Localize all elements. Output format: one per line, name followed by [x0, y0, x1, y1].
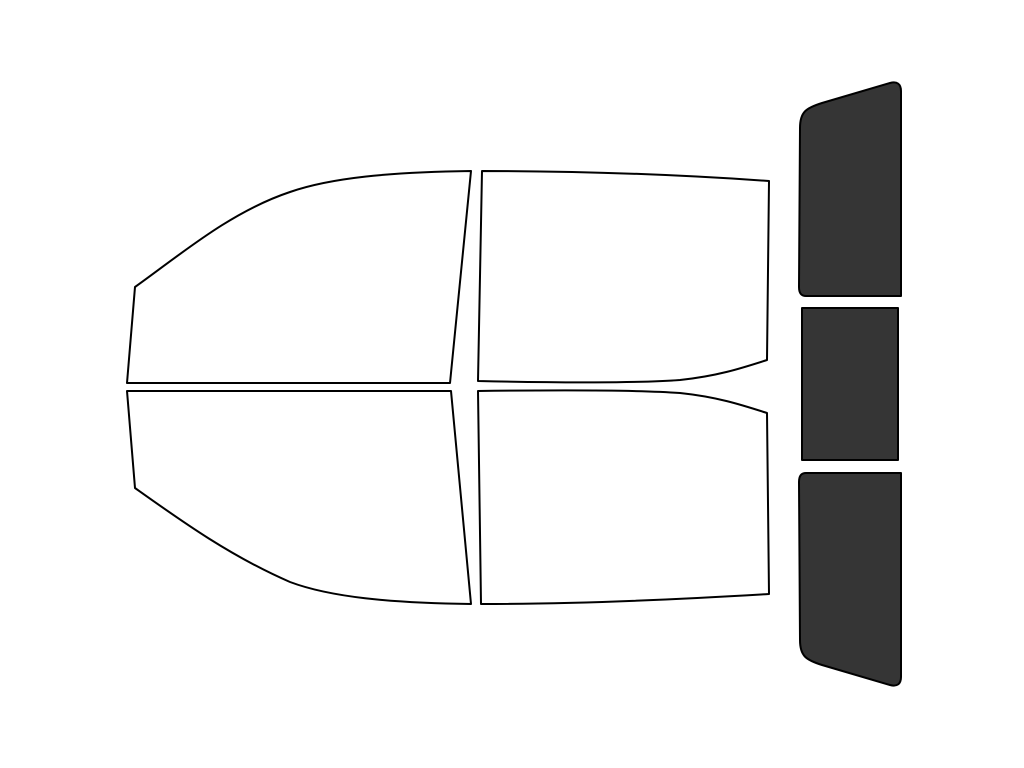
rear-window-center: [801, 307, 899, 461]
rear-window-lower: [798, 472, 902, 687]
rear-window-upper: [798, 81, 902, 297]
side-window-rear-bottom: [477, 389, 770, 605]
side-window-rear-top: [477, 170, 770, 384]
side-window-front-bottom: [126, 390, 472, 605]
side-window-front-top: [126, 170, 472, 384]
